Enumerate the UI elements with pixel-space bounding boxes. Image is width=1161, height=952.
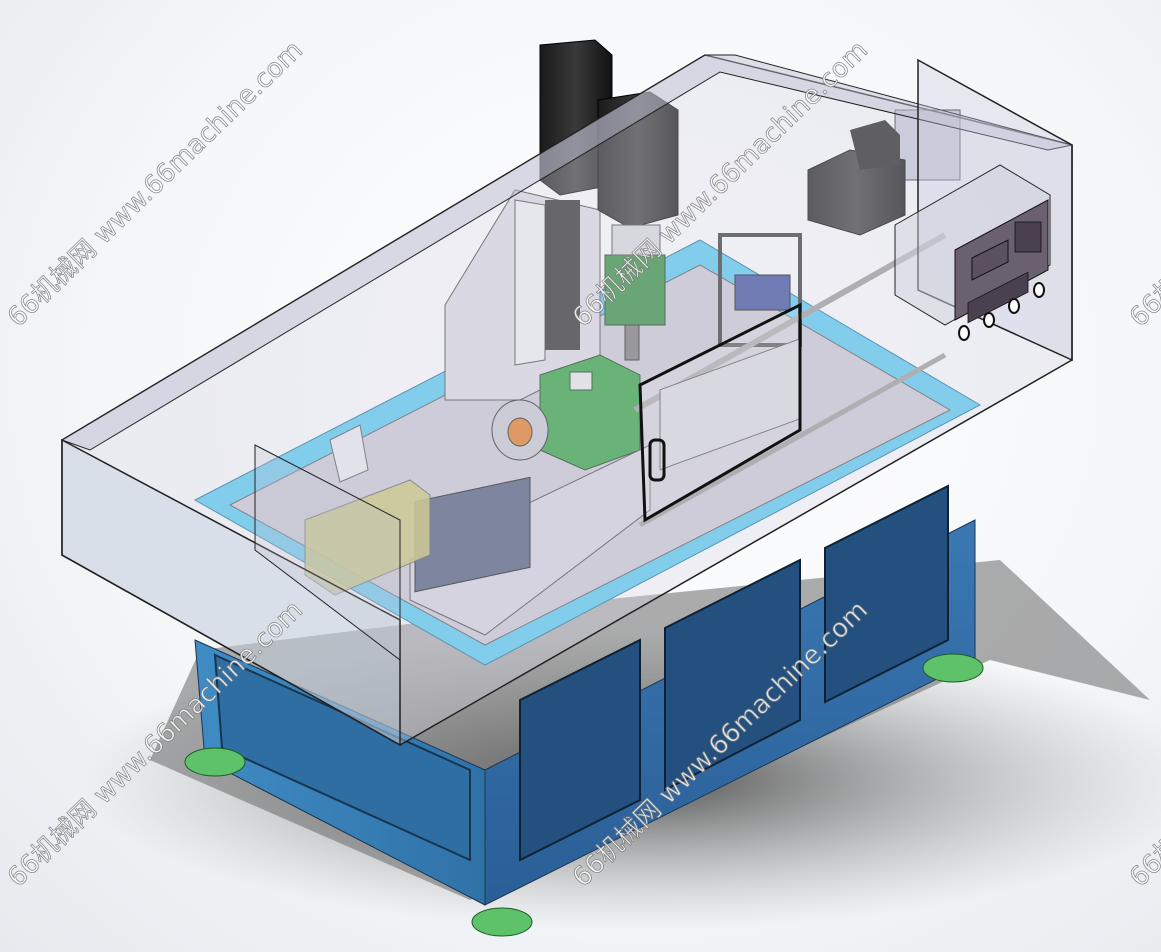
gearbox-window <box>569 371 593 391</box>
spindle-tool <box>624 324 640 361</box>
enclosure-door-handle[interactable] <box>648 438 666 482</box>
panel-button[interactable] <box>958 325 970 341</box>
cabinet-door-1 <box>519 638 641 862</box>
spindle-housing-green <box>604 254 666 326</box>
enclosure-window <box>638 302 802 523</box>
right-assembly <box>633 109 961 528</box>
cabinet <box>194 484 976 906</box>
spindle-column <box>444 39 679 401</box>
panel-button[interactable] <box>1008 298 1020 314</box>
key[interactable] <box>967 271 1029 324</box>
guide-rod-lower <box>638 352 947 528</box>
panel-button[interactable] <box>983 312 995 328</box>
feeder-yellow <box>304 479 431 596</box>
servo-motor-horizontal <box>807 149 906 236</box>
control-screen[interactable] <box>971 239 1009 281</box>
cabinet-side-panel <box>213 653 471 862</box>
watermark-text: 66机械网 www.66machine.com <box>1124 35 1161 333</box>
foot-left <box>184 747 246 777</box>
column-face <box>514 199 546 366</box>
headstock <box>491 354 641 471</box>
heat-sink <box>545 200 580 350</box>
enclosure-front-lip <box>254 444 401 745</box>
enclosure-back-rim <box>60 54 1073 451</box>
cabinet-door-2 <box>664 558 801 792</box>
foot-right <box>922 653 984 683</box>
watermark-text: 66机械网 www.66machine.com <box>2 35 309 333</box>
chuck-bearing <box>507 417 533 447</box>
leveling-feet <box>184 653 984 937</box>
cabinet-door-3 <box>824 484 949 704</box>
spindle-motor <box>597 91 679 229</box>
key[interactable] <box>1014 221 1042 253</box>
control-panel-box[interactable] <box>894 164 1051 341</box>
foot-front <box>471 907 533 937</box>
panel-button[interactable] <box>1033 282 1045 298</box>
motor-top <box>850 120 900 170</box>
carriage <box>718 233 802 347</box>
blue-actuator <box>734 274 791 311</box>
spindle-collar <box>611 224 661 256</box>
panel-buttons[interactable] <box>958 282 1045 341</box>
elbow-fitting <box>329 424 369 483</box>
control-keypad[interactable] <box>967 221 1042 324</box>
